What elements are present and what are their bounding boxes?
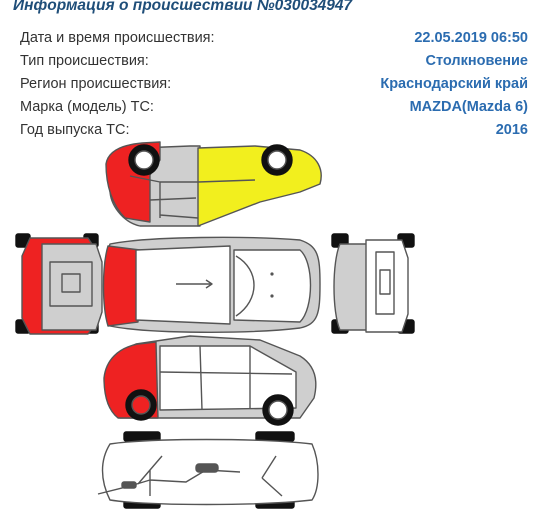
accident-type-label: Тип происшествия: [20, 53, 149, 69]
info-row-datetime: Дата и время происшествия: 22.05.2019 06… [0, 27, 534, 49]
vehicle-year-value: 2016 [495, 122, 528, 138]
region-value: Краснодарский край [380, 76, 528, 92]
car-front-view [331, 233, 415, 334]
info-row-region: Регион происшествия: Краснодарский край [0, 73, 534, 95]
page-title: Информация о происшествии №030034947 [13, 0, 353, 14]
info-row-model: Марка (модель) ТС: MAZDA(Mazda 6) [0, 96, 534, 118]
vehicle-year-label: Год выпуска ТС: [20, 122, 130, 138]
vehicle-model-label: Марка (модель) ТС: [20, 99, 154, 115]
vehicle-damage-scheme [15, 141, 415, 509]
car-left-side-view [105, 141, 322, 227]
info-row-year: Год выпуска ТС: 2016 [0, 119, 534, 141]
datetime-label: Дата и время происшествия: [20, 30, 215, 46]
datetime-value: 22.05.2019 06:50 [414, 30, 528, 46]
accident-type-value: Столкновение [425, 53, 528, 69]
vehicle-model-value: MAZDA(Mazda 6) [409, 99, 528, 115]
car-rear-view [15, 233, 103, 335]
car-right-side-view [103, 335, 317, 426]
region-label: Регион происшествия: [20, 76, 172, 92]
car-underbody-view [97, 431, 319, 509]
car-top-view [102, 236, 321, 333]
info-row-type: Тип происшествия: Столкновение [0, 50, 534, 72]
